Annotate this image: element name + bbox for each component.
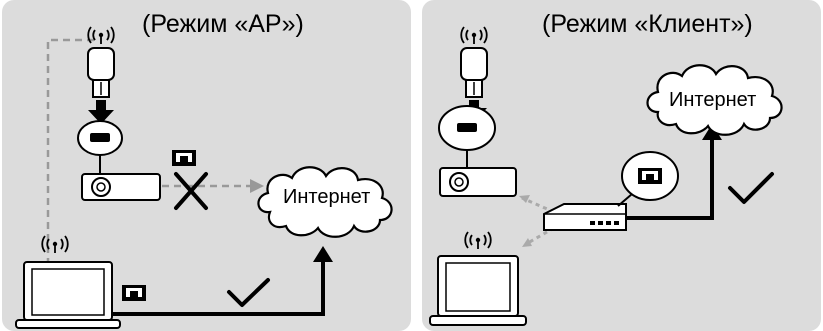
laptop-lan-port-icon: [122, 285, 146, 301]
ap-mode-title: (Режим «AP»): [142, 10, 304, 38]
usb-wifi-dongle-icon: [87, 47, 115, 98]
laptop-icon: [429, 255, 527, 326]
success-check-icon: [728, 172, 774, 204]
wireless-link-to-laptop-arrowhead: [522, 238, 532, 247]
usb-port-callout-icon: [77, 120, 123, 174]
internet-label: Интернет: [669, 89, 757, 111]
ap-mode-panel: (Режим «AP») Интернет: [2, 0, 411, 331]
lan-port-icon: [172, 150, 196, 166]
projector-icon: [81, 173, 161, 201]
internet-cloud-icon: [646, 64, 783, 136]
usb-wifi-dongle-icon: [460, 47, 488, 98]
client-mode-title: (Режим «Клиент»): [542, 10, 753, 38]
usb-port-callout-icon: [438, 105, 496, 168]
router-icon: [543, 203, 627, 231]
internet-label: Интернет: [283, 186, 371, 208]
wifi-icon: [460, 26, 488, 44]
client-mode-panel: (Режим «Клиент») Интернет: [422, 0, 821, 331]
blocked-x-icon: [174, 172, 208, 210]
client-mode-diagram: [429, 26, 783, 326]
laptop-wifi-icon: [464, 231, 492, 249]
wired-link-arrowhead: [313, 246, 333, 262]
blocked-link-arrowhead: [250, 179, 264, 193]
ap-mode-diagram: [15, 26, 393, 329]
internet-cloud-icon: [257, 166, 393, 238]
wifi-icon: [87, 26, 115, 44]
projector-icon: [439, 167, 517, 197]
wireless-link-to-laptop: [525, 226, 555, 246]
insert-arrow-icon: [88, 100, 114, 124]
wireless-link-dashed: [46, 38, 94, 262]
wired-link: [112, 262, 325, 316]
laptop-icon: [15, 261, 121, 329]
laptop-wifi-icon: [41, 235, 69, 253]
wireless-link-to-projector-arrowhead: [519, 195, 530, 203]
success-check-icon: [227, 278, 270, 307]
router-lan-port-callout-icon: [617, 151, 679, 207]
wireless-link-to-projector: [521, 196, 555, 214]
wired-link: [626, 140, 714, 220]
